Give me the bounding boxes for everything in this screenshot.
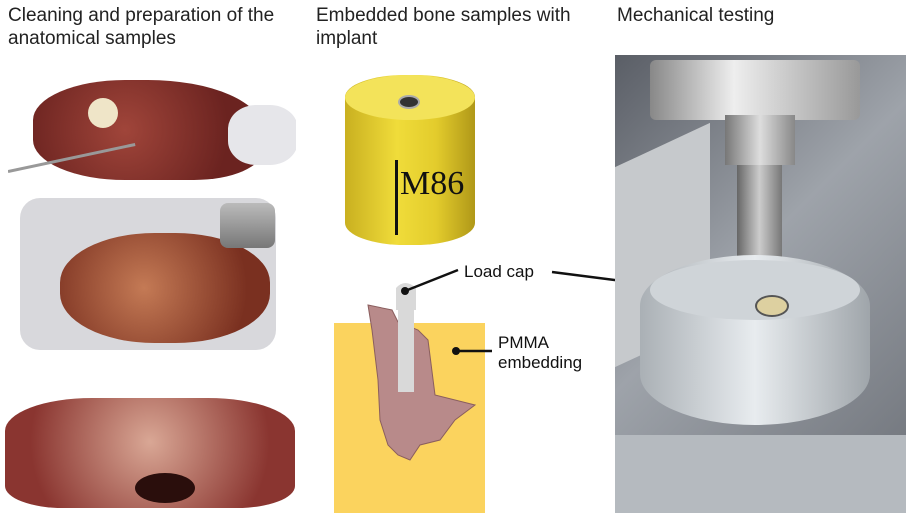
title-line: implant [316, 28, 378, 49]
label-pmma-embedding: PMMA embedding [498, 333, 582, 373]
photo-drilling-sample [20, 198, 276, 350]
label-line: embedding [498, 353, 583, 372]
photo-mechanical-testing [615, 55, 906, 513]
bone-section [367, 304, 477, 461]
title-line: Embedded bone samples with [316, 5, 571, 26]
title-line: Mechanical testing [617, 5, 775, 26]
panel-title-cleaning: Cleaning and preparation of the anatomic… [8, 4, 274, 50]
label-line: PMMA [498, 333, 549, 352]
title-line: anatomical samples [8, 28, 176, 49]
implant [398, 292, 414, 392]
photo-embedded-cylinder: M86 [340, 65, 485, 255]
title-line: Cleaning and preparation of the [8, 5, 275, 26]
photo-prepared-sample [5, 378, 295, 513]
photo-cleaning-sample [8, 60, 296, 190]
panel-title-embedded: Embedded bone samples with implant [316, 4, 571, 50]
specimen-marking: M86 [400, 165, 465, 202]
label-load-cap: Load cap [464, 262, 534, 281]
panel-title-mechanical: Mechanical testing [617, 4, 774, 27]
